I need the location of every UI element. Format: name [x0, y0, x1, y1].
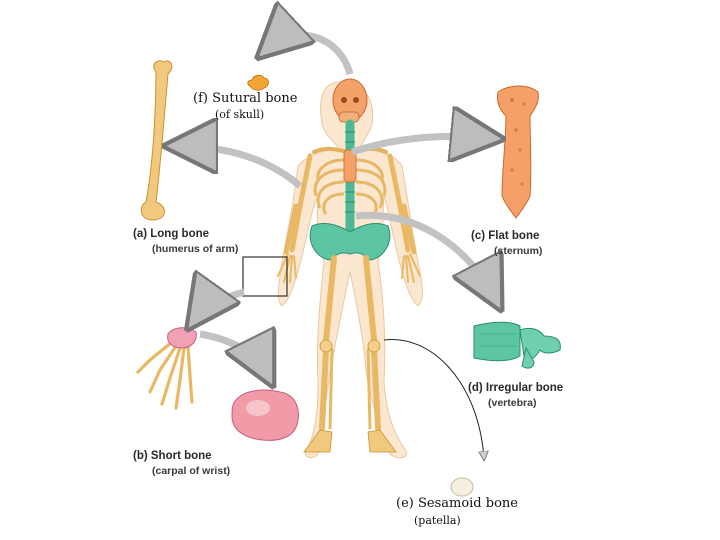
legs [319, 255, 381, 431]
arrow-to-sutural-bone [266, 35, 354, 76]
arrow-to-sesamoid-bone [383, 339, 484, 458]
arrow-to-short-bone [199, 334, 268, 376]
sesamoid-bone-subtitle: (patella) [414, 514, 461, 527]
flat-bone-title: (c) Flat bone [471, 230, 540, 242]
sternum-bone [497, 85, 539, 219]
long-bone-subtitle: (humerus of arm) [152, 243, 239, 255]
hand-bones [136, 327, 197, 410]
arms [283, 153, 417, 255]
arrow-to-long-bone [176, 146, 303, 189]
flat-bone-subtitle: (sternum) [494, 245, 543, 257]
humerus-bone [140, 60, 173, 221]
carpal-cluster [167, 327, 197, 349]
arrow-to-irregular-bone [355, 211, 496, 300]
sutural-bone-title: (f) Sutural bone [193, 91, 298, 106]
carpal-bone [231, 389, 299, 441]
pelvis [309, 223, 391, 261]
sutural-bone-subtitle: (of skull) [215, 108, 265, 121]
arrows [176, 35, 496, 458]
wrist-highlight-box [242, 256, 288, 297]
short-bone-title: (b) Short bone [133, 450, 212, 462]
sesamoid-bone-title: (e) Sesamoid bone [396, 496, 518, 511]
knee-right [367, 339, 381, 353]
irregular-bone-subtitle: (vertebra) [488, 397, 537, 409]
sternum-small [343, 149, 357, 183]
sutural-bone [247, 74, 269, 91]
patella-bone [450, 477, 474, 497]
ribcage [313, 158, 387, 215]
vertebra-bone [473, 321, 561, 369]
arrow-to-hand [194, 292, 245, 320]
foot-right [367, 429, 397, 453]
long-bone-title: (a) Long bone [133, 228, 210, 240]
knee-left [319, 339, 333, 353]
irregular-bone-title: (d) Irregular bone [468, 382, 564, 394]
short-bone-subtitle: (carpal of wrist) [152, 465, 231, 477]
arrow-to-flat-bone [350, 136, 492, 152]
skeleton-figure [277, 78, 423, 459]
foot-left [303, 429, 333, 453]
body-silhouette [277, 81, 423, 459]
